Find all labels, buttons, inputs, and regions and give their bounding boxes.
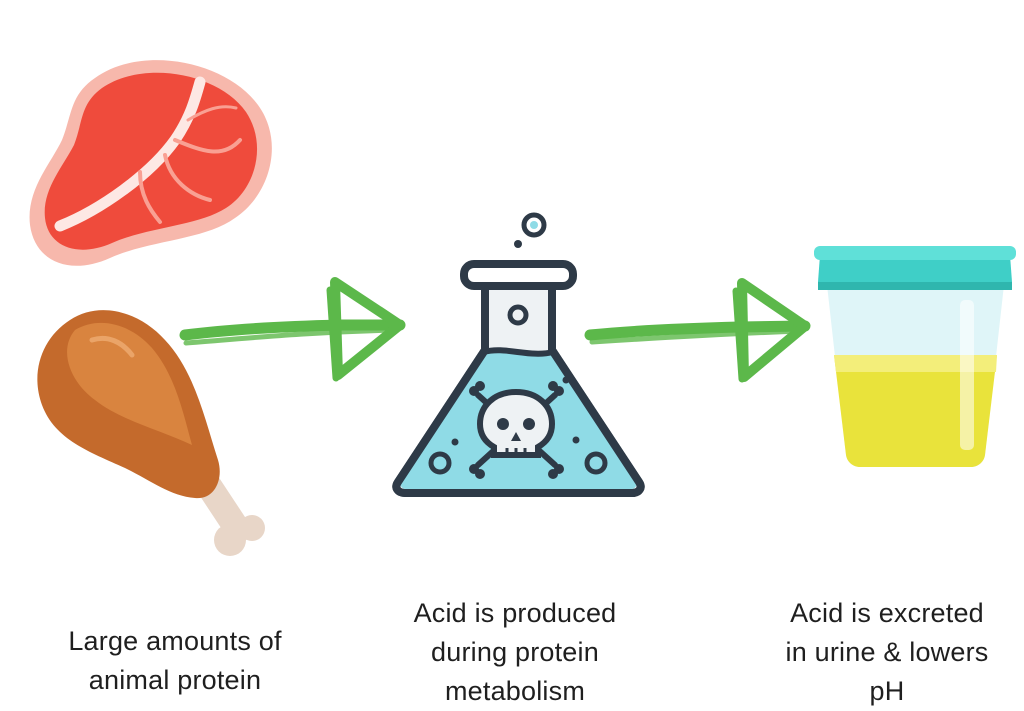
caption-line: during protein — [431, 637, 599, 667]
arrow-icon-2 — [584, 278, 811, 383]
steak-icon — [29, 60, 272, 266]
drumstick-icon — [37, 310, 265, 556]
flask-skull-icon — [392, 212, 645, 497]
arrow-icon-1 — [179, 277, 406, 382]
caption-line: metabolism — [444, 676, 586, 706]
caption-step-2: Acid is produced during protein metaboli… — [360, 594, 670, 711]
urine-cup-icon — [814, 246, 1016, 467]
caption-line: Acid is excreted — [790, 598, 984, 628]
caption-line: pH — [869, 676, 905, 706]
caption-line: animal protein — [88, 665, 262, 695]
caption-step-3: Acid is excreted in urine & lowers pH — [752, 594, 1022, 711]
caption-step-1: Large amounts of animal protein — [20, 622, 330, 700]
caption-line: in urine & lowers — [785, 637, 989, 667]
caption-line: Large amounts of — [68, 626, 282, 656]
caption-line: Acid is produced — [413, 598, 617, 628]
